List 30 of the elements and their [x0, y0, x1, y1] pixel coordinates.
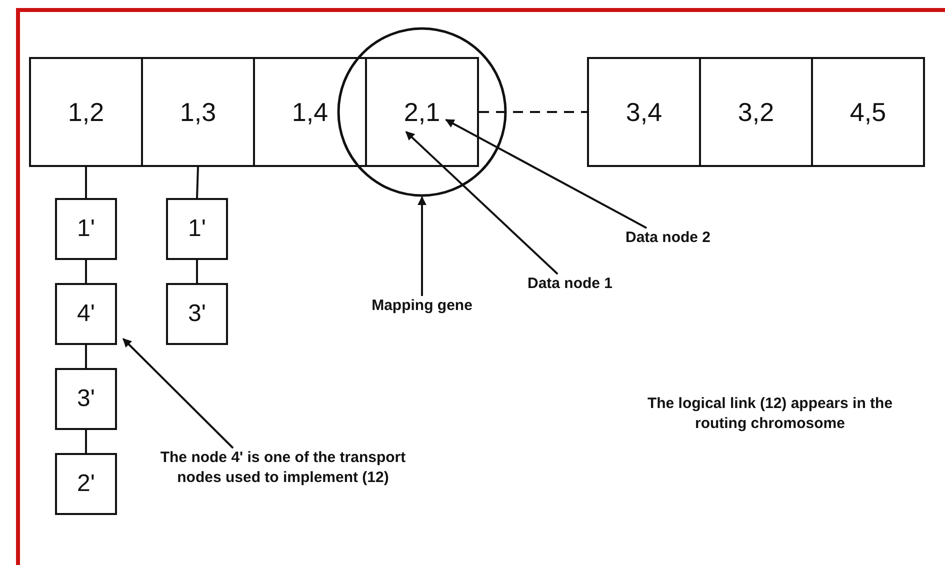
- note-text: The node 4' is one of the transport nodes used to implement (12): [158, 448, 408, 520]
- node-box: 4': [55, 283, 117, 345]
- highlight-circle: [337, 27, 507, 197]
- node-box: 3': [55, 368, 117, 430]
- connector-line: [479, 111, 587, 113]
- connector-line: [85, 167, 87, 198]
- node-box: 1': [166, 198, 228, 260]
- note-text: The logical link (12) appears in the routing chromosome: [646, 394, 894, 434]
- arrow: [418, 196, 426, 296]
- gene-box: 3,2: [699, 57, 813, 167]
- node-box: 1': [55, 198, 117, 260]
- arrow: [122, 338, 234, 449]
- gene-box: 3,4: [587, 57, 701, 167]
- gene-box: 4,5: [811, 57, 925, 167]
- connector-line: [196, 166, 199, 198]
- connector-line: [196, 260, 198, 283]
- gene-box: 1,2: [29, 57, 143, 167]
- gene-box: 1,4: [253, 57, 367, 167]
- gene-box: 2,1: [365, 57, 479, 167]
- arrow: [445, 118, 648, 229]
- connector-line: [85, 430, 87, 453]
- callout-text: Mapping gene: [355, 296, 489, 316]
- node-box: 3': [166, 283, 228, 345]
- node-box: 2': [55, 453, 117, 515]
- arrow: [405, 131, 558, 275]
- connector-line: [85, 345, 87, 368]
- callout-text: Data node 2: [605, 228, 731, 248]
- gene-box: 1,3: [141, 57, 255, 167]
- callout-text: Data node 1: [508, 274, 632, 294]
- connector-line: [85, 260, 87, 283]
